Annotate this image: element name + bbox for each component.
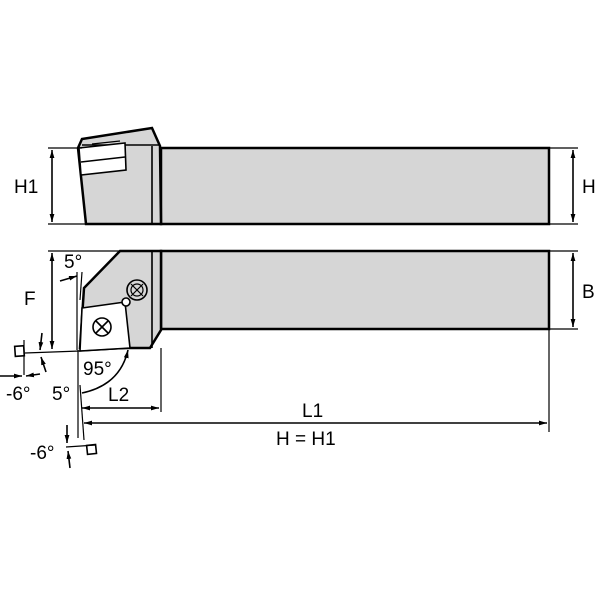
inclination-bottom-label: -6° bbox=[30, 443, 55, 464]
h1-label: H1 bbox=[14, 177, 38, 198]
lead-angle-arc bbox=[81, 349, 129, 394]
side-shank bbox=[159, 146, 551, 226]
clamp-screw-icon bbox=[126, 279, 148, 301]
l1-label: L1 bbox=[302, 401, 323, 422]
side-head bbox=[76, 126, 163, 226]
l2-label: L2 bbox=[108, 385, 129, 406]
top-shank bbox=[159, 249, 551, 331]
lead-angle-label: 95° bbox=[83, 359, 112, 380]
top-view: B F 5° 95° 5° -6° -6° bbox=[0, 249, 595, 469]
clearance-angle-top-label: 5° bbox=[64, 252, 82, 273]
inclination-left-label: -6° bbox=[6, 384, 31, 405]
clearance-angle-side-label: 5° bbox=[52, 384, 70, 405]
side-view: H1 H bbox=[14, 126, 596, 226]
h-equals-h1-note: H = H1 bbox=[276, 429, 336, 450]
b-label: B bbox=[582, 282, 595, 303]
insert-screw-icon bbox=[92, 317, 112, 337]
h-label: H bbox=[582, 177, 596, 198]
f-label: F bbox=[24, 289, 36, 310]
insert bbox=[79, 301, 131, 352]
